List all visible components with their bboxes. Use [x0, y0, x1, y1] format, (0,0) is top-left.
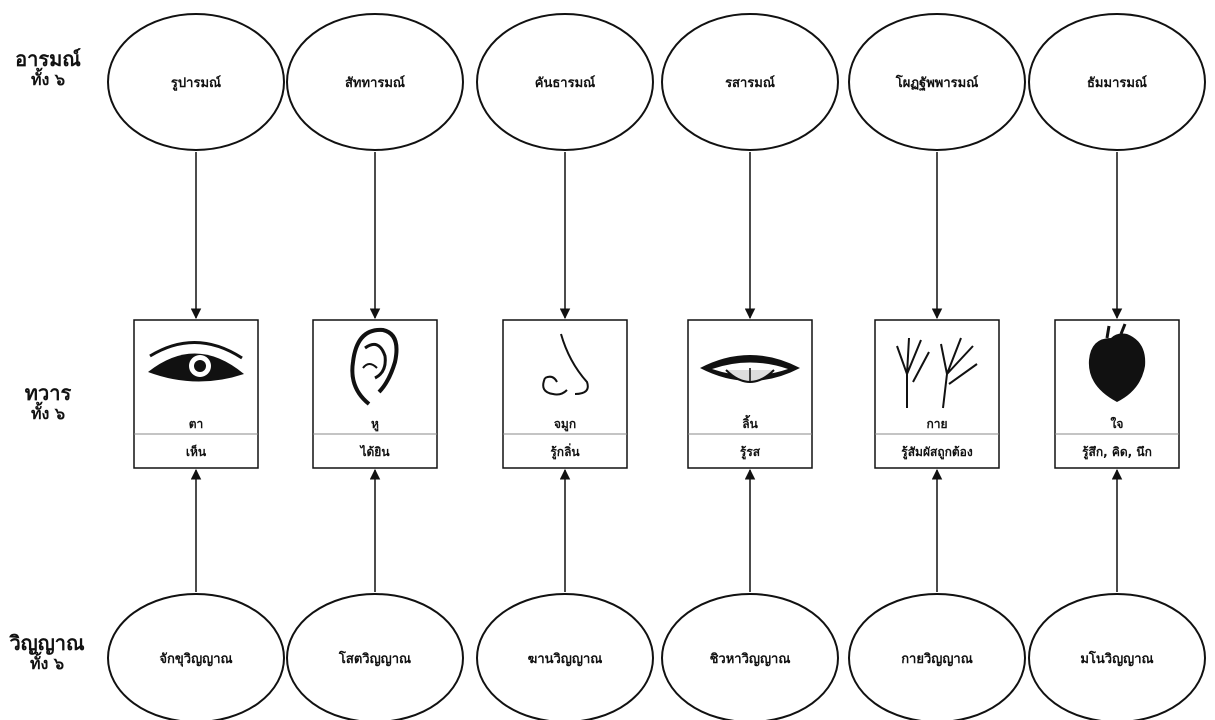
row-label-objects-main: อารมณ์: [15, 47, 81, 71]
row-label-consciousness: วิญญาณ ทั้ง ๖: [4, 632, 90, 673]
function-label: รู้สัมผัสถูกต้อง: [901, 445, 973, 460]
consciousness-ellipse: [286, 593, 464, 720]
organ-label: จมูก: [554, 417, 576, 432]
organ-label: ลิ้น: [742, 414, 758, 431]
ear-icon: [350, 327, 399, 406]
object-ellipse: [1028, 13, 1206, 151]
function-label: เห็น: [186, 444, 207, 459]
object-ellipse: [476, 13, 654, 151]
consciousness-ellipse: [661, 593, 839, 720]
door-box: [312, 319, 438, 469]
object-ellipse: [661, 13, 839, 151]
door-box: [687, 319, 813, 469]
consciousness-label: ชิวหาวิญญาณ: [710, 652, 791, 667]
door-box: [874, 319, 1000, 469]
function-label: ได้ยิน: [358, 444, 390, 459]
organ-label: ใจ: [1111, 416, 1124, 431]
function-label: รู้สึก, คิด, นึก: [1082, 445, 1152, 460]
hands-icon: [896, 337, 978, 409]
object-ellipse: [286, 13, 464, 151]
object-label: รสารมณ์: [725, 75, 775, 91]
organ-label: ตา: [189, 417, 204, 431]
consciousness-label: มโนวิญญาณ: [1080, 650, 1153, 667]
row-label-objects: อารมณ์ ทั้ง ๖: [8, 48, 88, 89]
consciousness-label: จักขุวิญญาณ: [159, 652, 232, 667]
row-label-consciousness-sub: ทั้ง ๖: [29, 654, 65, 673]
object-ellipse: [107, 13, 285, 151]
row-label-objects-sub: ทั้ง ๖: [30, 70, 66, 89]
row-label-doors-sub: ทั้ง ๖: [30, 404, 66, 423]
object-label: รูปารมณ์: [171, 75, 221, 91]
object-ellipse: [848, 13, 1026, 151]
door-box: [133, 319, 259, 469]
row-label-doors-main: ทวาร: [24, 381, 72, 405]
consciousness-ellipse: [1028, 593, 1206, 720]
row-label-doors: ทวาร ทั้ง ๖: [8, 382, 88, 423]
row-label-consciousness-main: วิญญาณ: [9, 631, 85, 655]
tongue-icon: [700, 355, 800, 383]
consciousness-ellipse: [107, 593, 285, 720]
organ-label: หู: [371, 417, 379, 432]
consciousness-label: ฆานวิญญาณ: [528, 652, 603, 667]
consciousness-ellipse: [848, 593, 1026, 720]
consciousness-label: กายวิญญาณ: [901, 652, 973, 667]
consciousness-ellipse: [476, 593, 654, 720]
organ-label: กาย: [926, 417, 947, 431]
object-label: โผฏฐัพพารมณ์: [895, 74, 979, 92]
eye-icon: [148, 341, 244, 382]
sense-column-4: รสารมณ์ลิ้นรู้รสชิวหาวิญญาณ: [661, 13, 839, 720]
consciousness-label: โสตวิญญาณ: [338, 650, 411, 667]
object-label: คันธารมณ์: [535, 75, 595, 91]
function-label: รู้กลิ่น: [550, 443, 580, 460]
heart-icon: [1088, 323, 1146, 402]
nose-icon: [542, 333, 589, 396]
object-label: ธัมมารมณ์: [1087, 75, 1147, 91]
function-label: รู้รส: [740, 445, 761, 460]
object-label: สัททารมณ์: [345, 75, 405, 91]
